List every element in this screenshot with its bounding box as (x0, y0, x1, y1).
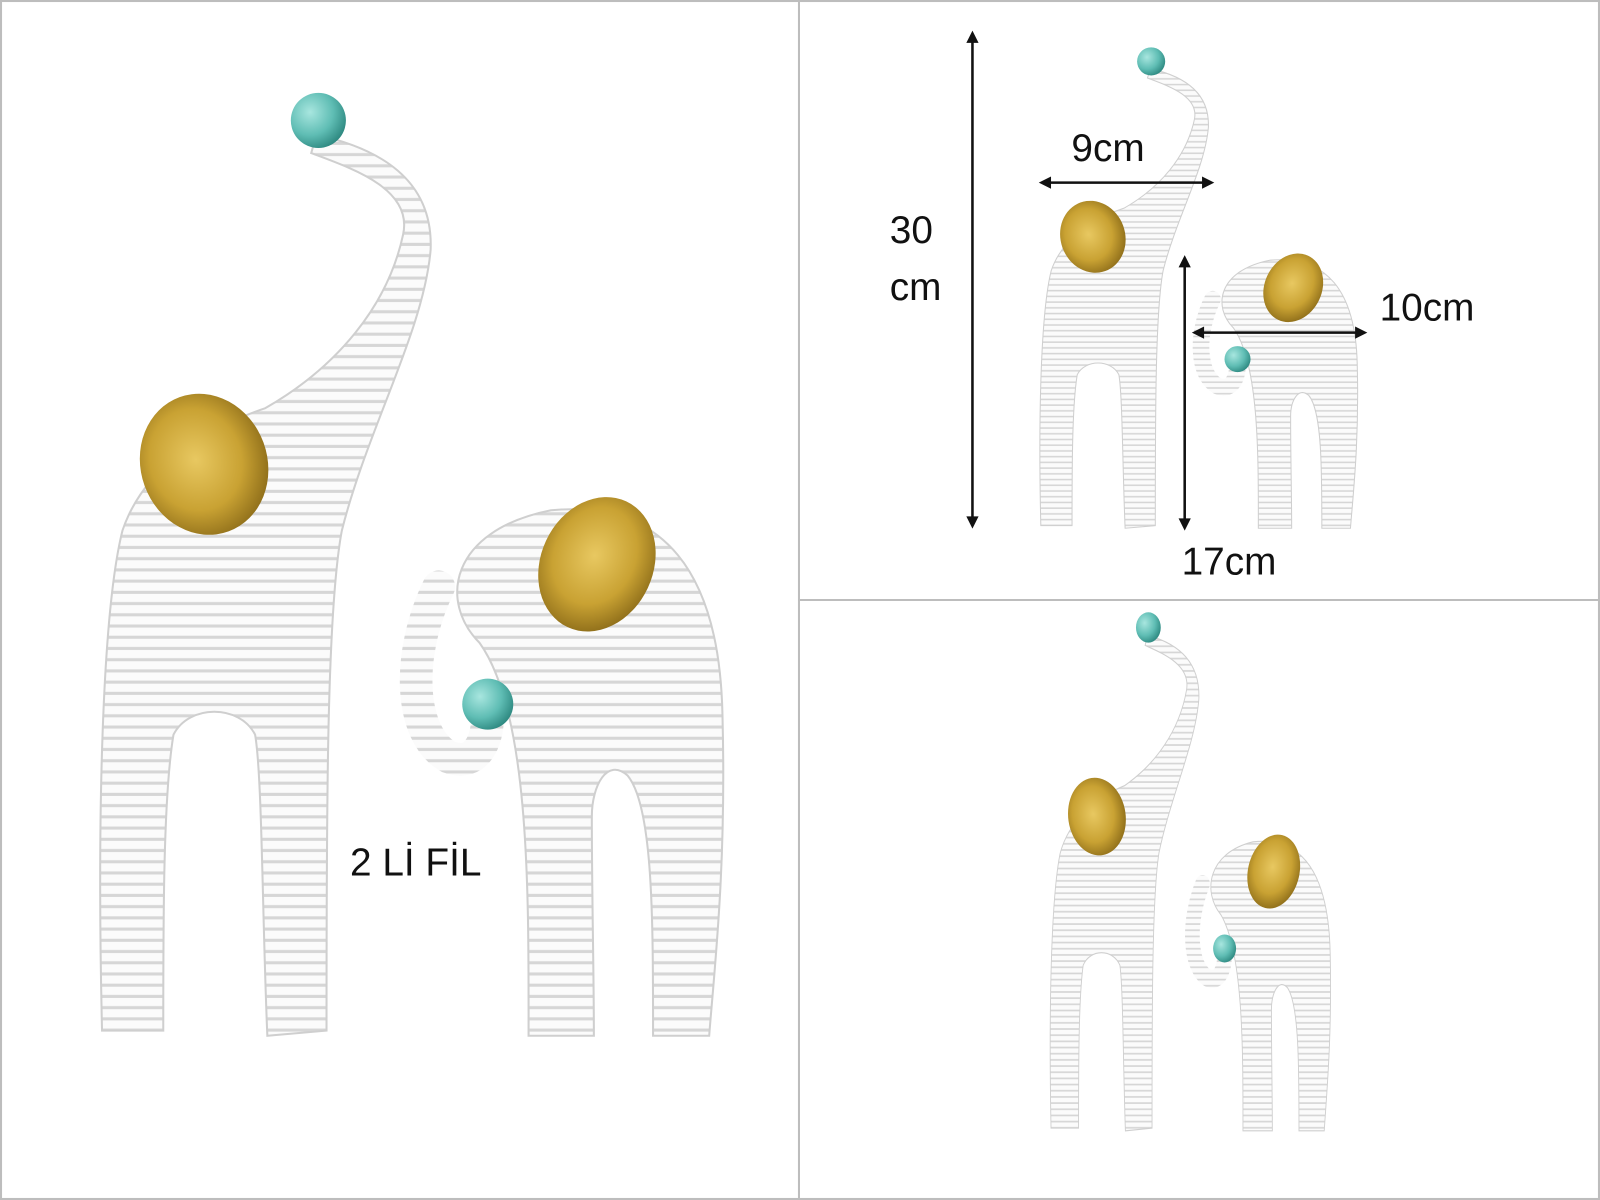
caption-text: 2 Lİ FİL (350, 842, 481, 885)
main-product-photo (100, 93, 723, 1036)
height-value: 30 (890, 209, 933, 252)
big-width-label: 9cm (1071, 127, 1144, 170)
small-height-label: 17cm (1182, 540, 1277, 583)
dimension-photo (1040, 47, 1358, 528)
angle-view-photo (1050, 612, 1330, 1131)
height-unit: cm (890, 266, 942, 309)
small-width-label: 10cm (1380, 286, 1475, 329)
